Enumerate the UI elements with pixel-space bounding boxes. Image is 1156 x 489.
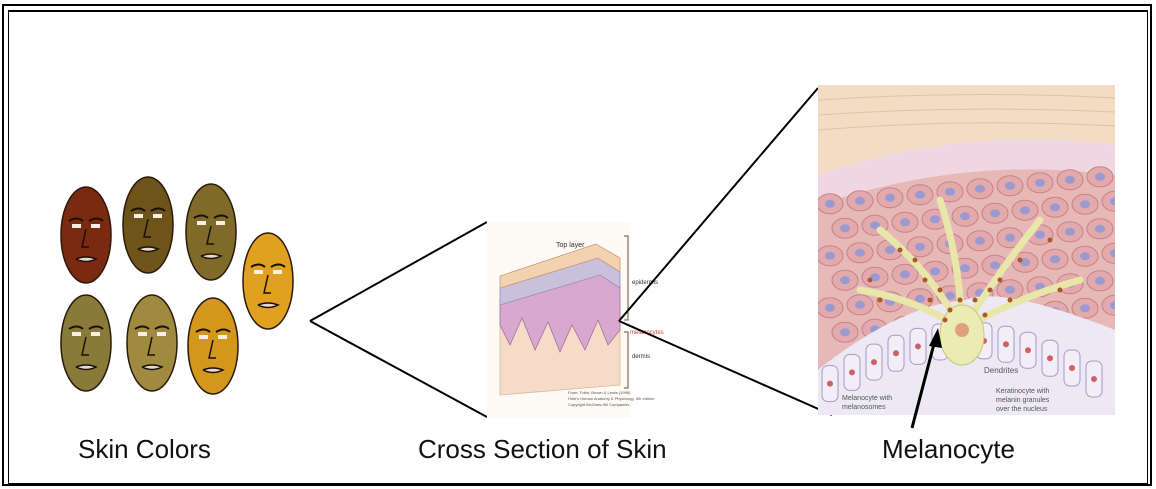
dermis-label: dermis [632,354,650,360]
face-3 [186,184,236,280]
face-1 [61,187,111,283]
melanocyte-illustration: Melanocyte with melanosomes Dendrites Ke… [817,85,1128,428]
face-4 [243,233,293,329]
face-2 [123,177,173,273]
zoom-line-upper-right [619,88,818,321]
melanocyte-caption: Melanocyte [882,434,1015,465]
face-5 [61,295,111,391]
keratinocyte-label-1: Keratinocyte with [996,388,1049,395]
credit-line-3: Copyright McGraw-Hill Companies [568,402,629,407]
dendrites-label: Dendrites [984,366,1018,375]
cross-section-illustration: Top layer epidermis melanocytes dermis F… [487,222,664,418]
credit-line-2: Hole's Human Anatomy & Physiology, 8th e… [568,396,654,401]
zoom-line-lower-left [310,321,487,417]
zoom-line-upper-left [310,222,487,321]
cross-section-caption: Cross Section of Skin [418,434,667,465]
face-6 [127,295,177,391]
top-layer-label: Top layer [556,242,585,249]
skin-color-faces [61,177,293,394]
face-7 [188,298,238,394]
credit-line-1: From: Tobin, Brown & Lewis (1998) [568,390,631,395]
melanosomes-label: melanosomes [842,404,886,411]
keratinocyte-label-3: over the nucleus [996,406,1048,413]
melanocyte-with-label: Melanocyte with [842,395,892,402]
keratinocyte-label-2: melanin granules [996,397,1050,404]
skin-colors-caption: Skin Colors [78,434,211,465]
